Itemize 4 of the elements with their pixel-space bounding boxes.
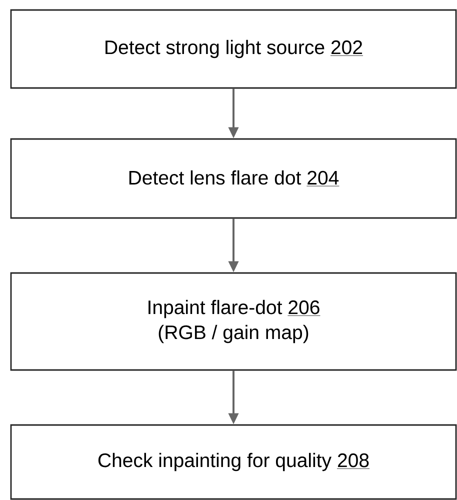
process-box: Check inpainting for quality 208 [10,424,457,500]
process-box: Detect lens flare dot 204 [10,138,457,219]
process-box: Inpaint flare-dot 206 (RGB / gain map) [10,272,457,371]
process-box: Detect strong light source 202 [10,9,457,89]
